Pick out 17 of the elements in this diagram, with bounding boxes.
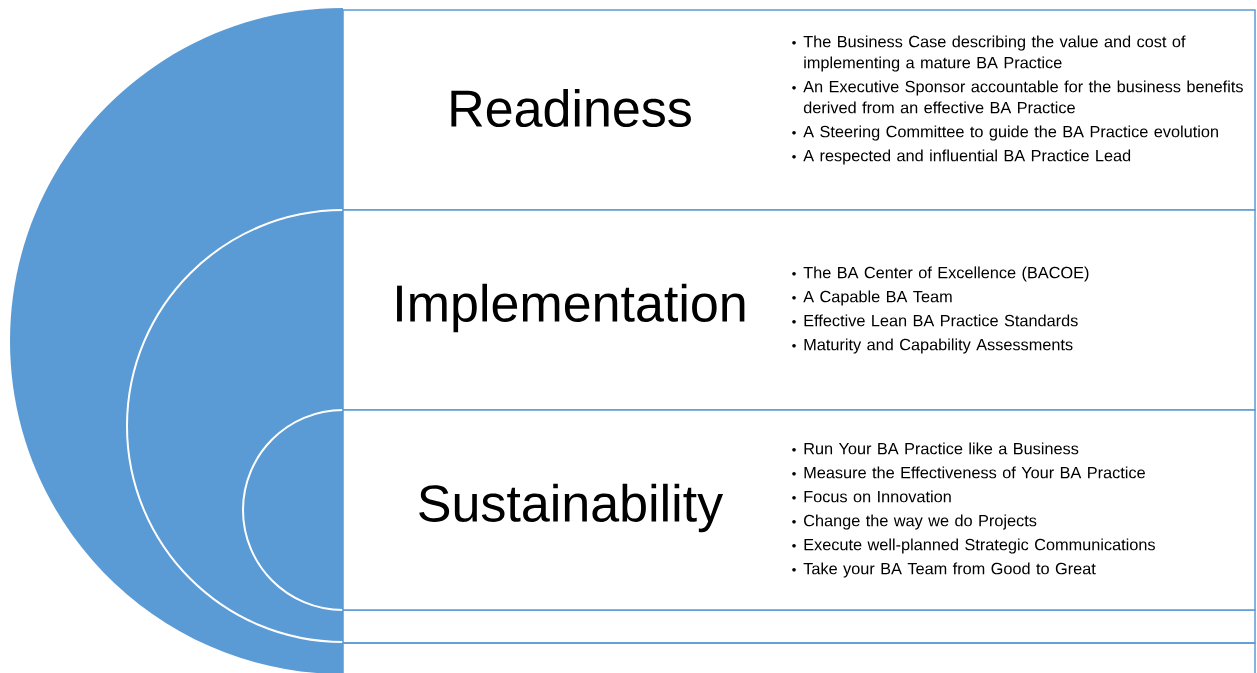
bullet-item: A Steering Committee to guide the BA Practice evolution [792, 125, 1218, 141]
bullet-item: The BA Center of Excellence (BACOE) [792, 266, 1089, 282]
bullet-item: Take your BA Team from Good to Great [792, 562, 1096, 578]
stage-title: Readiness [451, 88, 691, 128]
stage-title: Sustainability [419, 483, 724, 533]
bullet-item: Change the way we do Projects [792, 514, 1037, 530]
bullet-item: Run Your BA Practice like a Business [792, 442, 1079, 455]
bullet-item: Maturity and Capability Assessments [792, 338, 1073, 354]
bullet-item: Measure the Effectiveness of Your BA Practice [792, 466, 1145, 479]
bullet-item: Execute well-planned Strategic Communications [792, 538, 1155, 554]
bullet-item: A Capable BA Team [792, 290, 952, 306]
bullet-item: Focus on Innovation [792, 490, 951, 503]
bullet-item: A respected and influential BA Practice Lead [792, 149, 1131, 165]
stage-title: Implementation [397, 283, 745, 333]
bullet-item: An Executive Sponsor accountable for the business benefits derived from an effective BA Practice [792, 80, 1243, 114]
bullet-item: Effective Lean BA Practice Standards [792, 314, 1078, 327]
bullet-item: The Business Case describing the value and cost of implementing a mature BA Practice [792, 35, 1186, 72]
